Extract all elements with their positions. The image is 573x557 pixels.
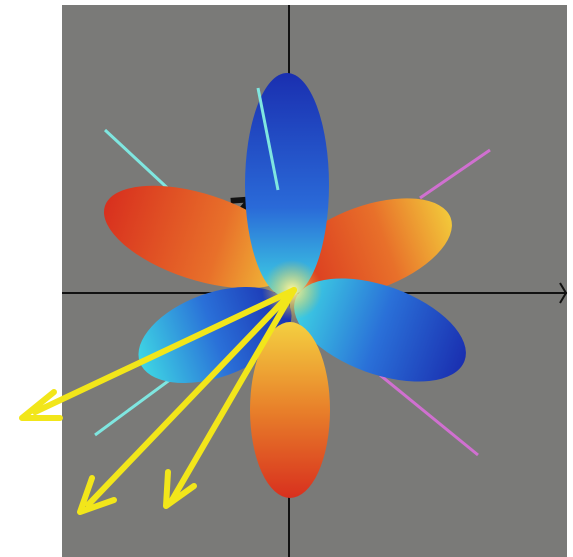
arrow-group	[19, 287, 297, 515]
arrow-shaft	[85, 287, 297, 508]
axis-tick	[559, 282, 568, 304]
magenta-guide-line	[419, 148, 491, 200]
arrow-shaft	[169, 287, 297, 503]
lobe-lower-right	[294, 278, 466, 382]
arrow-head	[163, 469, 197, 509]
magenta-guide-line	[379, 373, 479, 457]
arrow-head	[77, 475, 117, 515]
cyan-guide-line	[256, 87, 280, 191]
cyan-guide-line	[103, 128, 177, 197]
lobe-bottom	[250, 322, 330, 498]
arrow-head	[19, 389, 63, 421]
arrow-shaft	[32, 287, 297, 415]
